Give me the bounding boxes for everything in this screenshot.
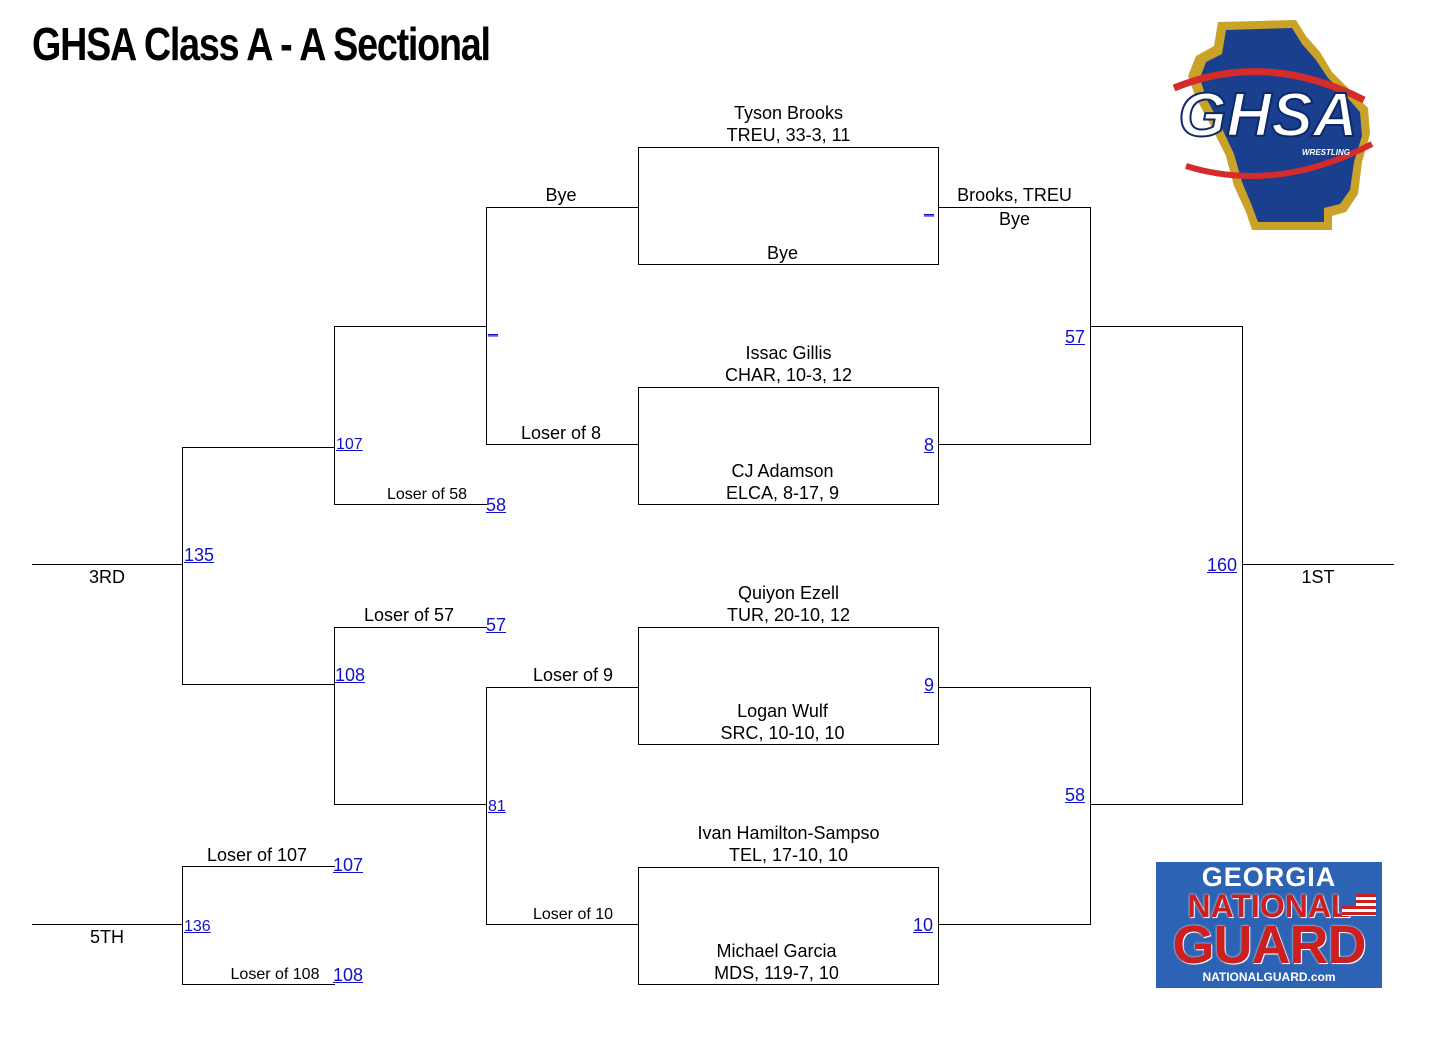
bracket-line: [486, 924, 639, 925]
consolation-label: Loser of 57: [363, 605, 455, 625]
bout-link[interactable]: _: [488, 317, 499, 337]
bout-link[interactable]: 57: [1065, 327, 1086, 347]
bracket-line: [1242, 564, 1394, 565]
bout-link[interactable]: 9: [924, 675, 935, 695]
bracket-line: [638, 387, 639, 505]
bracket-line: [938, 207, 1091, 208]
bracket-line: [486, 444, 639, 445]
bracket-line: [182, 866, 183, 985]
bracket-line: [32, 564, 183, 565]
wrestler-info: MDS, 119-7, 10: [714, 963, 839, 983]
bracket-line: [182, 447, 335, 448]
bracket-line: [334, 504, 487, 505]
bracket-line: [182, 447, 183, 685]
consolation-label: Loser of 8: [520, 423, 602, 443]
wrestler-name: Logan Wulf: [737, 701, 828, 721]
bracket-line: [638, 744, 939, 745]
ghsa-logo-text: GHSA: [1178, 81, 1357, 150]
bout-link[interactable]: 108: [335, 665, 366, 685]
guard-logo-line2: NATIONAL: [1187, 888, 1351, 924]
bracket-line: [638, 387, 939, 388]
consolation-label: Loser of 58: [386, 486, 468, 503]
winner-name: Brooks, TREU: [957, 185, 1072, 205]
bout-link[interactable]: 8: [924, 435, 935, 455]
bracket-line: [334, 326, 335, 505]
bracket-line: [334, 804, 487, 805]
bout-link[interactable]: 108: [333, 965, 364, 985]
guard-logo-line1: GEORGIA: [1201, 862, 1337, 892]
bout-link[interactable]: 107: [333, 855, 364, 875]
place-label-5th: 5TH: [89, 927, 124, 947]
bout-link[interactable]: 57: [486, 615, 507, 635]
consolation-label: Loser of 9: [532, 665, 614, 685]
consolation-label: Loser of 107: [206, 845, 308, 865]
bracket-line: [638, 627, 939, 628]
bracket-line: [334, 627, 335, 805]
bracket-line: [938, 627, 939, 745]
bracket-line: [182, 866, 335, 867]
bout-link[interactable]: 107: [336, 436, 363, 453]
bracket-line: [1090, 326, 1243, 327]
bracket-line: [938, 867, 939, 985]
bracket-line: [334, 326, 487, 327]
bracket-line: [182, 984, 335, 985]
bracket-line: [1090, 687, 1091, 925]
bout-link[interactable]: 81: [488, 798, 506, 815]
bout-link[interactable]: 136: [184, 918, 211, 935]
consolation-label: Loser of 10: [532, 906, 614, 923]
bracket-line: [638, 984, 939, 985]
guard-logo-line4: NATIONALGUARD.com: [1202, 970, 1336, 984]
bracket-line: [334, 627, 487, 628]
bracket-line: [938, 444, 1091, 445]
ghsa-logo-subtext: WRESTLING: [1302, 148, 1350, 157]
wrestler-name: Bye: [766, 243, 799, 263]
place-label-3rd: 3RD: [88, 567, 125, 587]
bracket-line: [486, 687, 487, 925]
winner-note: Bye: [998, 209, 1031, 229]
bracket-line: [638, 147, 639, 265]
flag-icon: [1342, 894, 1376, 916]
bracket-line: [638, 867, 939, 868]
wrestler-name: Michael Garcia: [716, 941, 837, 961]
wrestler-name: Tyson Brooks: [733, 103, 844, 123]
place-label-1st: 1ST: [1301, 567, 1335, 587]
bracket-line: [938, 387, 939, 505]
bout-link[interactable]: 58: [1065, 785, 1086, 805]
bracket-line: [486, 687, 639, 688]
bracket-line: [638, 867, 639, 985]
bout-link[interactable]: 160: [1207, 555, 1238, 575]
bracket-line: [638, 627, 639, 745]
bout-link[interactable]: _: [924, 197, 935, 217]
consolation-label: Loser of 108: [230, 966, 320, 983]
wrestler-info: TREU, 33-3, 11: [726, 125, 851, 145]
bout-link[interactable]: 135: [184, 545, 215, 565]
bracket-line: [638, 147, 939, 148]
bout-link[interactable]: 10: [913, 915, 934, 935]
bout-link[interactable]: 58: [486, 495, 507, 515]
wrestler-name: CJ Adamson: [731, 461, 834, 481]
wrestler-info: ELCA, 8-17, 9: [725, 483, 840, 503]
wrestler-name: Ivan Hamilton-Sampso: [697, 823, 880, 843]
bracket-line: [938, 147, 939, 265]
wrestler-info: TUR, 20-10, 12: [726, 605, 851, 625]
wrestler-name: Quiyon Ezell: [737, 583, 840, 603]
bracket-line: [1242, 326, 1243, 805]
georgia-national-guard-logo: GEORGIA NATIONAL GUARD NATIONALGUARD.com: [1156, 862, 1382, 988]
wrestler-info: TEL, 17-10, 10: [728, 845, 849, 865]
bracket-line: [938, 924, 1091, 925]
bracket-line: [1090, 804, 1243, 805]
bracket-line: [486, 207, 639, 208]
bracket-line: [938, 687, 1091, 688]
wrestler-info: CHAR, 10-3, 12: [724, 365, 853, 385]
consolation-label: Bye: [545, 185, 577, 205]
ghsa-logo: GHSA WRESTLING: [1156, 16, 1384, 234]
page-title: GHSA Class A - A Sectional: [32, 18, 491, 70]
guard-logo-line3: GUARD: [1172, 915, 1367, 975]
wrestler-info: SRC, 10-10, 10: [720, 723, 845, 743]
bracket-line: [638, 264, 939, 265]
bracket-line: [32, 924, 183, 925]
bracket-line: [182, 684, 335, 685]
bracket-line: [638, 504, 939, 505]
wrestler-name: Issac Gillis: [745, 343, 832, 363]
